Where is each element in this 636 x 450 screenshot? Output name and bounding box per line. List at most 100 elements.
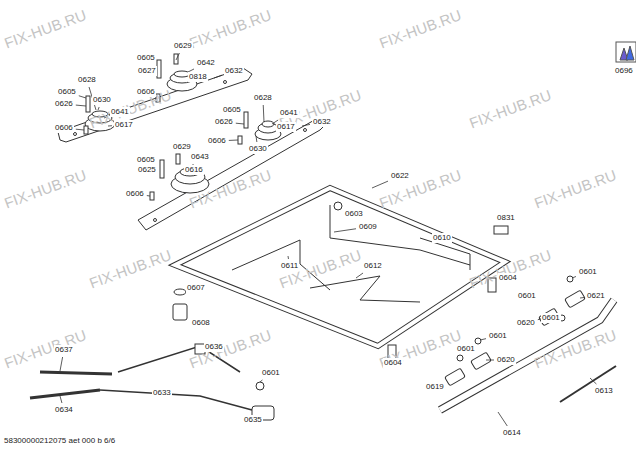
watermark: FIX-HUB.RU xyxy=(532,166,619,212)
callout-number: 0634 xyxy=(54,405,74,415)
leader-line xyxy=(288,256,289,259)
callout-number: 0601 xyxy=(456,344,476,354)
callout-number: 0641 xyxy=(279,108,299,118)
leader-line xyxy=(60,357,63,371)
callout-number: 0632 xyxy=(224,66,244,76)
callout-number: 0696 xyxy=(614,66,634,76)
callout-number: 0626 xyxy=(214,117,234,127)
leader-line xyxy=(147,195,150,196)
gas-valve xyxy=(475,338,481,344)
callout-number: 0601 xyxy=(541,313,561,323)
leader-line xyxy=(236,123,244,125)
callout-number: 0617 xyxy=(276,122,296,132)
callout-number: 0641 xyxy=(110,107,130,117)
gas-valve xyxy=(457,355,463,361)
burner-rail xyxy=(58,68,252,142)
gas-type-icon xyxy=(616,42,636,62)
callout-number: 0621 xyxy=(586,291,606,301)
callout-number: 0616 xyxy=(184,165,204,175)
leader-line xyxy=(590,378,596,384)
valve-manifold xyxy=(440,300,614,410)
watermark: FIX-HUB.RU xyxy=(2,166,89,212)
callout-number: 0603 xyxy=(344,209,364,219)
leader-line xyxy=(260,380,262,382)
thermocouple xyxy=(30,390,100,398)
callout-number: 0606 xyxy=(54,123,74,133)
callout-number: 0642 xyxy=(196,58,216,68)
callout-number: 0605 xyxy=(136,53,156,63)
safety-valve xyxy=(256,382,264,390)
callout-number: 0617 xyxy=(114,120,134,130)
watermark: FIX-HUB.RU xyxy=(87,246,174,292)
valve-manifold xyxy=(440,300,614,410)
burner-rail xyxy=(154,219,157,222)
callout-number: 0607 xyxy=(186,283,206,293)
gas-pipe xyxy=(175,188,505,346)
gas-valve xyxy=(445,276,586,386)
callout-number: 0625 xyxy=(137,165,157,175)
callout-number: 0608 xyxy=(191,318,211,328)
injector-pin xyxy=(244,112,248,128)
callout-number: 0604 xyxy=(383,358,403,368)
callout-number: 0606 xyxy=(136,87,156,97)
callout-number: 0628 xyxy=(253,93,273,103)
callout-number: 0611 xyxy=(280,261,299,271)
watermark: FIX-HUB.RU xyxy=(187,6,274,52)
leader-line xyxy=(334,229,356,232)
gas-pipe xyxy=(310,276,420,302)
callout-number: 0831 xyxy=(496,213,516,223)
leader-line xyxy=(580,297,584,299)
leader-line xyxy=(79,96,86,98)
injector-pin xyxy=(160,160,164,178)
leader-line xyxy=(572,276,576,278)
leader-line xyxy=(480,339,486,340)
burner-rail xyxy=(304,129,307,132)
gas-type-icon xyxy=(616,42,636,62)
gas-valve xyxy=(567,276,573,282)
callout-number: 0637 xyxy=(54,345,74,355)
callout-number: 0636 xyxy=(204,342,224,352)
callout-number: 0614 xyxy=(502,428,522,438)
gas-pipe xyxy=(175,188,505,346)
gas-type-icon xyxy=(626,46,634,60)
fitting xyxy=(494,226,508,234)
thermocouple xyxy=(100,390,252,410)
callout-number: 0601 xyxy=(517,291,537,301)
gas-valve xyxy=(445,368,466,386)
gas-valve xyxy=(565,290,586,308)
callout-number: 0627 xyxy=(137,66,157,76)
injector-pin xyxy=(238,136,242,144)
injector-pin xyxy=(174,54,178,64)
gas-valve xyxy=(471,352,492,370)
callout-number: 0601 xyxy=(488,331,508,341)
injector-pin xyxy=(150,192,154,200)
callout-number: 0601 xyxy=(578,267,598,277)
injector-pin xyxy=(86,96,90,112)
leader-line xyxy=(60,396,62,403)
leader-line xyxy=(263,105,265,122)
callout-number: 0643 xyxy=(190,152,210,162)
valve-manifold xyxy=(560,366,616,402)
callout-number: 0605 xyxy=(57,87,77,97)
callout-number: 0630 xyxy=(248,144,268,154)
leader-line xyxy=(76,105,86,107)
callout-number: 0626 xyxy=(54,99,74,109)
callout-number: 0635 xyxy=(243,415,263,425)
callout-number: 0613 xyxy=(594,386,614,396)
callout-number: 0606 xyxy=(125,189,145,199)
callout-number: 0629 xyxy=(172,142,192,152)
burner-rail xyxy=(58,68,326,230)
leader-line xyxy=(214,75,222,78)
burner-rail xyxy=(74,133,77,136)
callout-number: 0610 xyxy=(432,233,452,243)
leader-line xyxy=(229,140,238,141)
gas-pipe xyxy=(175,188,505,346)
watermark: FIX-HUB.RU xyxy=(2,326,89,372)
injector-pin xyxy=(157,60,161,78)
injector-pin xyxy=(84,54,248,200)
leader-line xyxy=(372,181,388,188)
thermocouple xyxy=(40,372,112,374)
injector-pin xyxy=(176,154,180,164)
leader-line xyxy=(356,273,363,278)
